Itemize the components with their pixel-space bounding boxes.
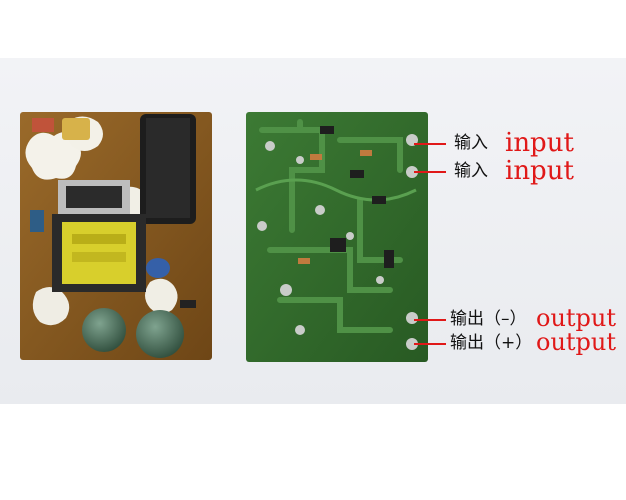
callout-output-minus-en: output	[536, 304, 617, 332]
callout-output-plus-cn: 输出（+）	[450, 333, 533, 353]
callout-input-1-en: input	[505, 128, 574, 158]
callout-input-2-cn: 输入	[454, 161, 488, 181]
callout-input-2-en: input	[505, 156, 574, 186]
callout-input-1-cn: 输入	[454, 133, 488, 153]
callout-output-plus-en: output	[536, 328, 617, 356]
callout-output-minus-cn: 输出（–）	[450, 309, 527, 329]
pcb-front-component-side	[20, 112, 212, 360]
pcb-back-solder-side	[246, 112, 428, 362]
